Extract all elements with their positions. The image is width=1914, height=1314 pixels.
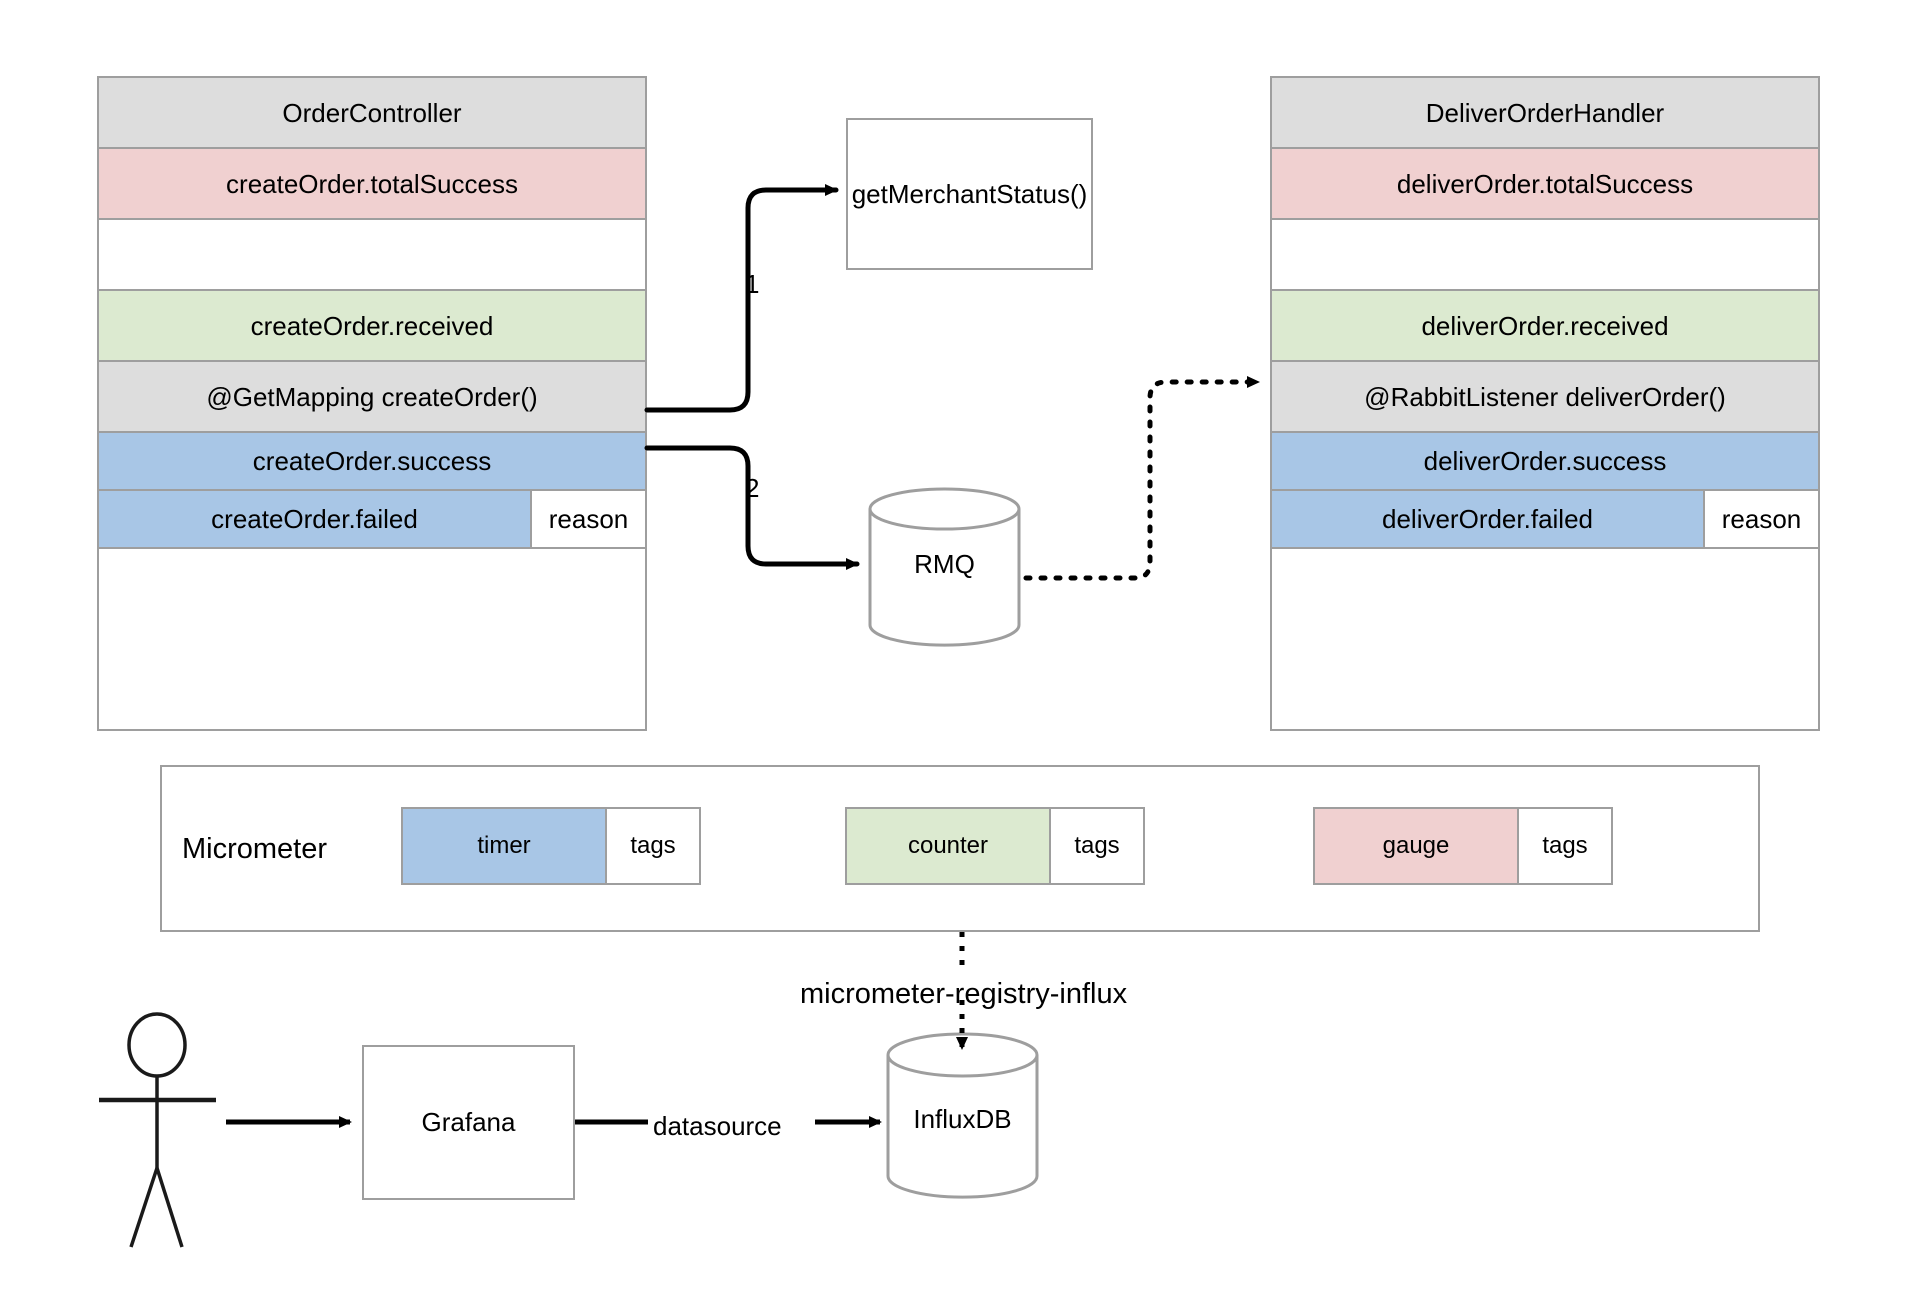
create-order-failed-reason-tag: reason — [532, 489, 647, 549]
deliver-order-method-row: @RabbitListener deliverOrder() — [1270, 360, 1820, 433]
deliver-order-handler-title-row: DeliverOrderHandler — [1270, 76, 1820, 149]
create-order-failed-label: createOrder.failed — [211, 503, 418, 534]
deliver-order-received-label: deliverOrder.received — [1421, 310, 1669, 341]
deliver-order-method-label: @RabbitListener deliverOrder() — [1364, 381, 1726, 412]
dotted-rmq-to-deliver-order — [1023, 376, 1261, 581]
metric-gauge-label: gauge — [1382, 832, 1450, 859]
micrometer-registry-influx-text: micrometer-registry-influx — [800, 978, 1128, 1010]
metric-gauge-tags: tags — [1519, 807, 1613, 885]
create-order-success-row: createOrder.success — [97, 431, 647, 491]
deliver-order-failed-label: deliverOrder.failed — [1382, 503, 1593, 534]
metric-timer-body: timer — [401, 807, 607, 885]
order-controller-spacer-row — [97, 218, 647, 291]
user-actor-icon — [99, 1012, 216, 1248]
deliver-order-handler-title: DeliverOrderHandler — [1425, 97, 1665, 128]
rmq-label-wrap: RMQ — [867, 549, 1022, 580]
micrometer-registry-influx-label: micrometer-registry-influx — [800, 978, 1127, 1011]
deliver-order-failed-row: deliverOrder.failed reason — [1270, 489, 1820, 549]
metric-timer: timer tags — [401, 807, 701, 885]
deliver-order-failed-reason-tag: reason — [1705, 489, 1820, 549]
create-order-failed-row: createOrder.failed reason — [97, 489, 647, 549]
metric-timer-tags-label: tags — [630, 832, 676, 859]
deliver-order-failed-cell: deliverOrder.failed — [1270, 489, 1705, 549]
deliver-order-handler-component: DeliverOrderHandler deliverOrder.totalSu… — [1270, 76, 1820, 731]
deliver-order-total-success-row: deliverOrder.totalSuccess — [1270, 147, 1820, 220]
create-order-received-label: createOrder.received — [250, 310, 494, 341]
rmq-label: RMQ — [914, 549, 975, 579]
influxdb-label: InfluxDB — [913, 1104, 1012, 1134]
metric-gauge-body: gauge — [1313, 807, 1519, 885]
datasource-label-text: datasource — [653, 1111, 782, 1141]
grafana-label: Grafana — [421, 1107, 516, 1137]
arrow-create-order-to-merchant — [644, 184, 839, 413]
metric-counter-tags: tags — [1051, 807, 1145, 885]
metric-gauge-tags-label: tags — [1542, 832, 1588, 859]
order-controller-title: OrderController — [282, 97, 462, 128]
deliver-order-total-success-label: deliverOrder.totalSuccess — [1396, 168, 1694, 199]
create-order-method-row: @GetMapping createOrder() — [97, 360, 647, 433]
deliver-order-success-row: deliverOrder.success — [1270, 431, 1820, 491]
arrow-create-order-to-rmq — [644, 445, 860, 570]
metric-counter-label: counter — [907, 832, 989, 859]
create-order-received-row: createOrder.received — [97, 289, 647, 362]
influxdb-cylinder: InfluxDB — [885, 1032, 1040, 1200]
order-controller-title-row: OrderController — [97, 76, 647, 149]
edge-label-2-text: 2 — [745, 473, 760, 503]
order-controller-component: OrderController createOrder.totalSuccess… — [97, 76, 647, 731]
create-order-failed-reason-label: reason — [548, 503, 629, 534]
influxdb-cylinder-shape — [886, 1032, 1039, 1199]
metric-gauge: gauge tags — [1313, 807, 1613, 885]
metric-counter: counter tags — [845, 807, 1145, 885]
edge-label-1: 1 — [745, 269, 759, 300]
create-order-total-success-row: createOrder.totalSuccess — [97, 147, 647, 220]
metric-counter-tags-label: tags — [1074, 832, 1120, 859]
create-order-success-label: createOrder.success — [252, 446, 492, 476]
metric-timer-label: timer — [477, 832, 531, 859]
create-order-failed-cell: createOrder.failed — [97, 489, 532, 549]
datasource-label: datasource — [653, 1111, 782, 1142]
edge-label-1-text: 1 — [745, 269, 760, 299]
deliver-order-spacer-row — [1270, 218, 1820, 291]
grafana-box: Grafana — [362, 1045, 575, 1200]
create-order-total-success-label: createOrder.totalSuccess — [226, 168, 518, 199]
metric-timer-tags: tags — [607, 807, 701, 885]
deliver-order-received-row: deliverOrder.received — [1270, 289, 1820, 362]
create-order-method-label: @GetMapping createOrder() — [206, 381, 538, 412]
get-merchant-status-label: getMerchantStatus() — [851, 178, 1088, 209]
metric-counter-body: counter — [845, 807, 1051, 885]
rmq-cylinder-shape — [868, 487, 1021, 647]
deliver-order-success-label: deliverOrder.success — [1423, 446, 1667, 476]
get-merchant-status-box: getMerchantStatus() — [846, 118, 1093, 270]
deliver-order-failed-reason-label: reason — [1721, 503, 1802, 534]
micrometer-label-text: Micrometer — [182, 833, 328, 865]
edge-label-2: 2 — [745, 473, 759, 504]
rmq-cylinder: RMQ — [867, 487, 1022, 647]
micrometer-section-label: Micrometer — [182, 833, 327, 866]
influxdb-label-wrap: InfluxDB — [885, 1104, 1040, 1135]
